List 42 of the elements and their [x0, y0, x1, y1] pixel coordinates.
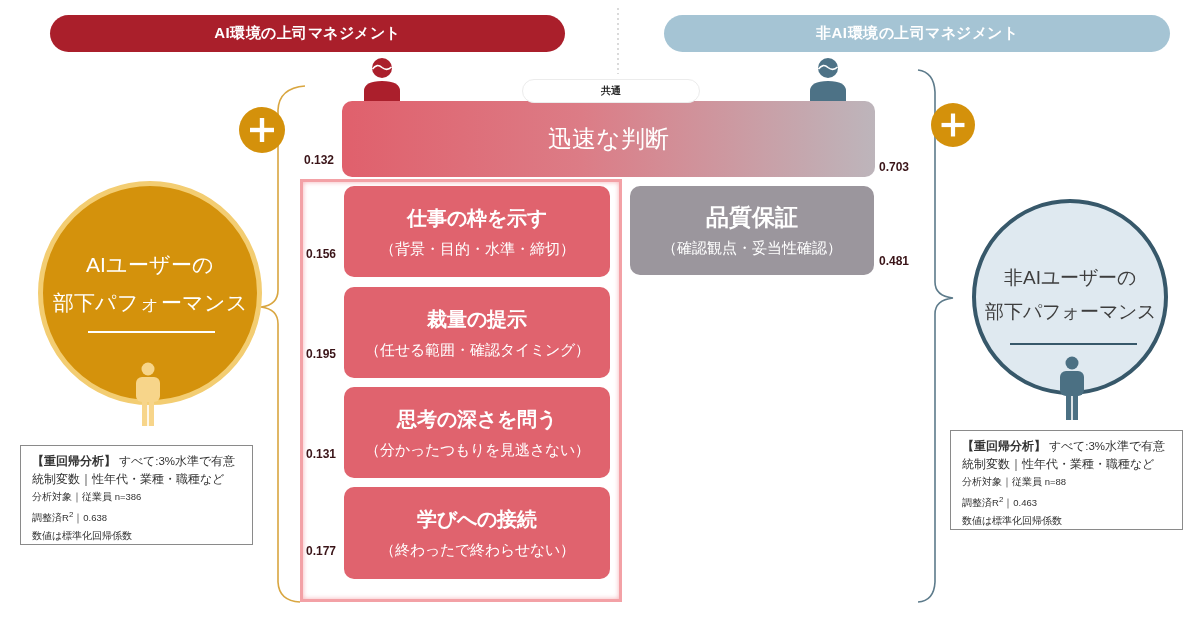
note-text: 統制変数｜性年代・業種・職種など [962, 457, 1154, 473]
coefficient-label: 0.481 [879, 254, 910, 269]
note-box [950, 430, 1183, 530]
coefficient-label: 0.156 [306, 247, 337, 262]
note-text: 分析対象｜従業員 n=386 [32, 490, 142, 505]
factor-box [344, 487, 610, 579]
coefficient-label: 0.131 [306, 447, 337, 462]
common-tab: 共通 [522, 79, 700, 103]
box-title: 品質保証 [706, 203, 798, 230]
note-text: 調整済R$^{2}$｜0.463 [962, 494, 1038, 511]
circle-label: 非AIユーザーの部下パフォーマンス [983, 266, 1157, 324]
highlight-frame [300, 179, 622, 602]
note-box [20, 445, 253, 545]
note-text: 【重回帰分析】 すべて:3%水準で有意 [962, 438, 1165, 454]
factor-box [344, 287, 610, 378]
factor-box [342, 101, 875, 177]
coefficient-label: 0.177 [306, 544, 337, 559]
box-subtitle: （分かったつもりを見逃さない） [364, 439, 590, 460]
box-title: 迅速な判断 [548, 124, 669, 154]
circle-label: AIユーザーの部下パフォーマンス [51, 252, 249, 316]
box-title: 裁量の提示 [427, 306, 527, 332]
factor-box [344, 387, 610, 478]
coefficient-label: 0.132 [304, 153, 335, 168]
box-subtitle: （終わったで終わらせない） [379, 540, 575, 560]
section-header-band: 非AI環境の上司マネジメント [664, 15, 1170, 52]
note-text: 調整済R$^{2}$｜0.638 [32, 509, 108, 526]
section-header-band: AI環境の上司マネジメント [50, 15, 565, 52]
coefficient-label: 0.703 [879, 160, 910, 175]
box-subtitle: （背景・目的・水準・締切） [379, 238, 575, 259]
factor-box [630, 186, 874, 275]
note-text: 数値は標準化回帰係数 [32, 529, 132, 544]
note-text: 分析対象｜従業員 n=88 [962, 475, 1067, 490]
note-text: 統制変数｜性年代・業種・職種など [32, 472, 224, 488]
note-text: 数値は標準化回帰係数 [962, 514, 1062, 529]
box-title: 学びへの接続 [417, 507, 537, 532]
box-title: 仕事の枠を示す [407, 205, 547, 231]
factor-box [344, 186, 610, 277]
coefficient-label: 0.195 [306, 347, 337, 362]
box-subtitle: （確認観点・妥当性確認） [662, 237, 842, 258]
box-title: 思考の深さを問う [397, 406, 557, 432]
note-text: 【重回帰分析】 すべて:3%水準で有意 [32, 453, 235, 469]
box-subtitle: （任せる範囲・確認タイミング） [364, 339, 590, 360]
